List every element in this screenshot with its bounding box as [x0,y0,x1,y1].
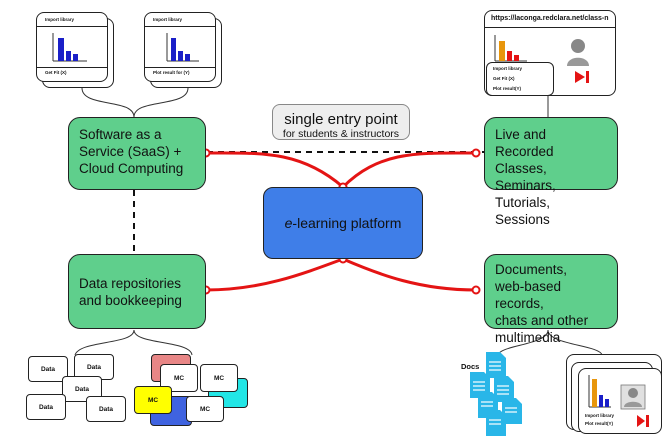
bar-chart-icon [494,35,527,62]
play-next-icon [575,71,589,83]
red-link-data [205,257,344,292]
mc-box: MC [200,364,238,392]
card-link-saas [81,87,189,118]
entry-point-box: single entry point for students & instru… [272,104,410,140]
node-data: Data repositories and bookkeeping [68,254,206,329]
node-docs-line: chats and other [495,313,589,328]
card-divider [37,26,107,27]
center-platform: e-learning platform [263,187,423,259]
node-live-line: Tutorials, Sessions [495,195,551,227]
card-divider [485,27,615,28]
node-data-line: Data repositories [79,276,182,291]
docs-label: Docs [461,362,480,371]
saas-card-bottom: Get Fit (X) [45,70,67,75]
data-box: Data [86,396,126,422]
node-data-line: and bookkeeping [79,293,182,308]
saas-card-top: Import library [153,17,183,22]
docs-card-line: Import library [585,413,615,418]
connector-dot [471,148,481,158]
node-saas-line: Software as a [79,127,162,142]
mc-box: MC [186,396,224,422]
center-text: -learning platform [292,214,402,231]
bar-chart-icon [588,375,611,408]
center-prefix: e [284,214,293,231]
play-next-icon [637,415,649,427]
node-saas: Software as a Service (SaaS) + Cloud Com… [68,117,206,190]
node-docs-line: multimedia [495,330,561,345]
node-live-line: Classes, Seminars, [495,161,556,193]
node-live: Live and Recorded Classes, Seminars, Tut… [484,117,618,227]
live-card-line: Plot result(Y) [493,86,522,91]
saas-card-bottom: Plot result for (Y) [153,70,190,75]
mc-box-yellow: MC [134,386,172,414]
bar-chart-icon [52,33,87,62]
entry-point-subtitle: for students & instructors [282,128,400,140]
bar-chart-icon [166,33,199,62]
live-card-notes: Import library Get Fit (X) Plot result(Y… [486,62,554,96]
saas-card-top: Import library [45,17,75,22]
card-divider [145,67,215,68]
live-card-line: Get Fit (X) [493,76,515,81]
data-box: Data [26,394,66,420]
live-card-line: Import library [493,66,523,71]
card-link-data [74,329,193,356]
docs-card-front: Import library Plot result(Y) [578,368,662,434]
live-card-url: https://laconga.redclara.net/class-n [491,15,609,22]
entry-point-title: single entry point [284,111,398,128]
card-divider [145,26,215,27]
user-avatar-icon [620,384,646,410]
node-docs-line: Documents, [495,262,568,277]
red-link-saas [205,151,344,189]
node-saas-line: Service (SaaS) + [79,144,182,159]
user-avatar-icon [567,39,589,66]
saas-card: Import library Get Fit (X) [36,12,108,82]
node-saas-line: Cloud Computing [79,161,184,176]
connector-dot [471,285,481,295]
docs-card-line: Plot result(Y) [585,421,614,426]
red-link-live [341,151,477,189]
node-docs-line: web-based records, [495,279,562,311]
node-live-line: Live and Recorded [495,127,554,159]
data-box: Data [74,354,114,380]
node-docs: Documents, web-based records, chats and … [484,254,618,345]
saas-card: Import library Plot result for (Y) [144,12,216,82]
red-link-docs [342,257,477,292]
data-box: Data [28,356,68,382]
card-divider [37,67,107,68]
